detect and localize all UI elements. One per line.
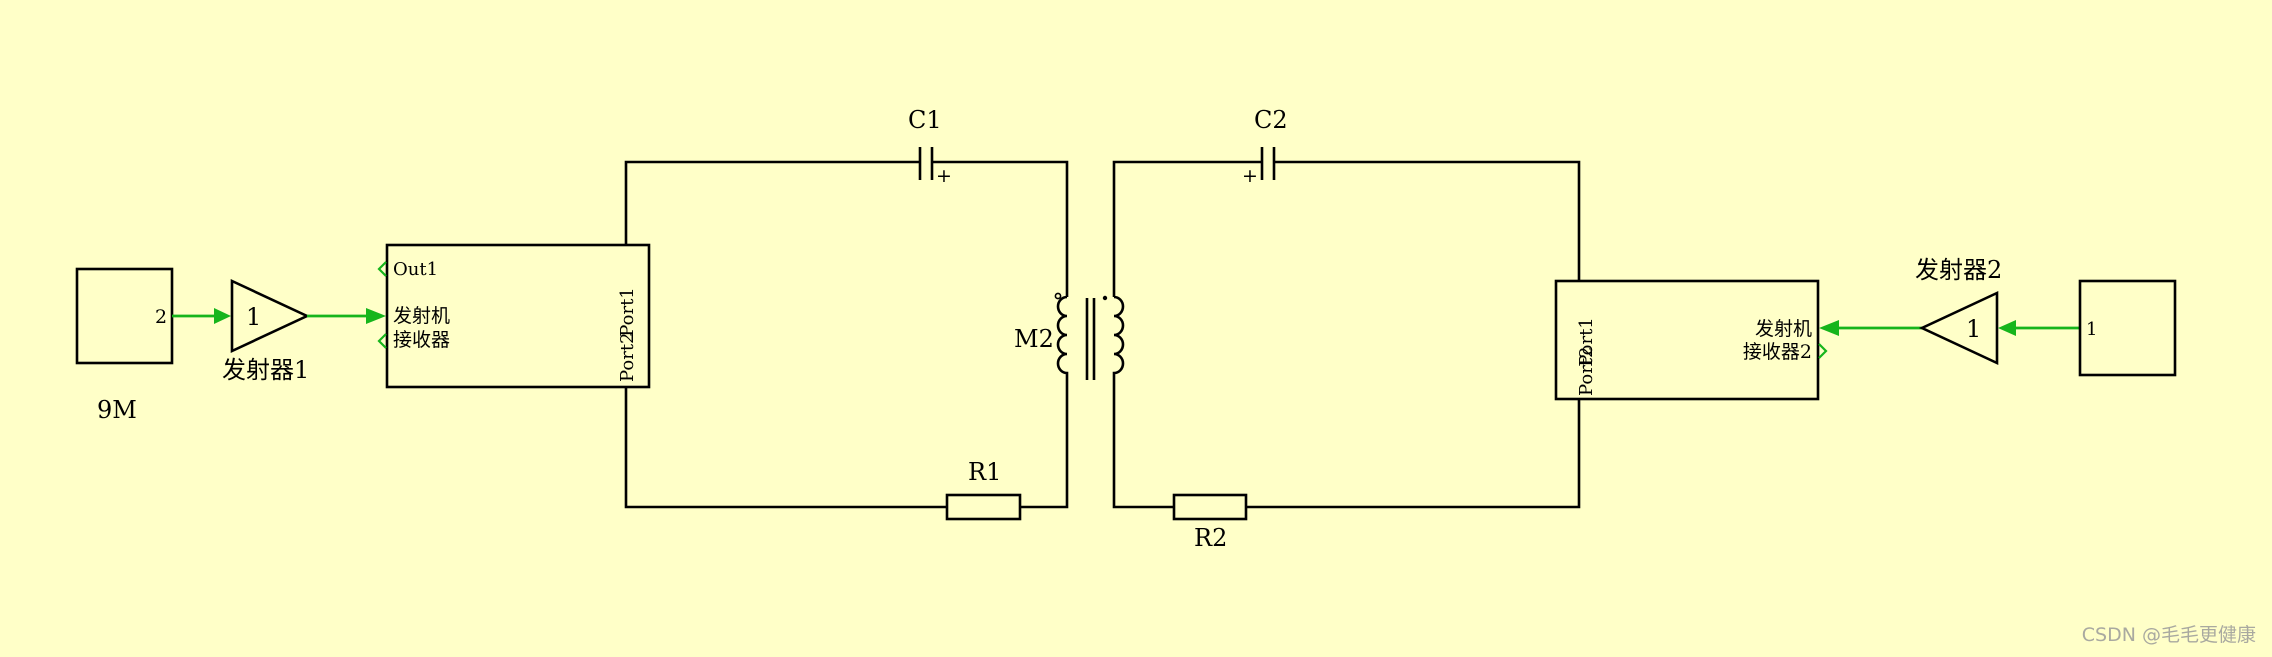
c2-label: C2	[1254, 106, 1288, 134]
signal-line-gain1-to-txrx1[interactable]	[307, 308, 386, 324]
signal-line-sink-to-gain2[interactable]	[1998, 320, 2080, 336]
capacitor-c1[interactable]: +	[918, 147, 952, 187]
in-port-marker	[377, 333, 387, 349]
gain1-value: 1	[246, 303, 261, 331]
m2-label: M2	[1014, 325, 1054, 353]
gain1-label: 发射器1	[222, 356, 309, 384]
r2-label: R2	[1194, 524, 1227, 552]
tx-rx1-text-line2: 接收器	[393, 329, 450, 351]
sink-block[interactable]: 1	[2078, 279, 2177, 377]
gain2-label: 发射器2	[1915, 256, 2002, 284]
out1-port-marker	[377, 261, 387, 277]
resistor-r1[interactable]	[945, 493, 1022, 521]
out-port-marker-2	[1818, 343, 1828, 359]
c1-polarity: +	[936, 165, 952, 187]
gain2-value: 1	[1966, 315, 1981, 343]
dot-marker-right	[1102, 295, 1108, 301]
source-port-number: 2	[155, 306, 167, 328]
tx-rx1-out1-label: Out1	[393, 259, 438, 280]
tx-rx-block-2[interactable]: Port1 Port2 发射机 接收器2	[1554, 279, 1828, 401]
gain-block-1[interactable]: 1	[230, 278, 311, 354]
tx-rx1-port1-label: Port1	[617, 287, 638, 337]
tx-rx1-port2-label: Port2	[617, 332, 638, 382]
resistor-r2[interactable]	[1172, 493, 1248, 521]
capacitor-c2[interactable]: +	[1242, 147, 1276, 187]
tx-rx1-text-line1: 发射机	[393, 305, 450, 327]
tx-rx2-port2-label: Port2	[1576, 346, 1597, 396]
left-loop-wires	[624, 160, 1069, 509]
tx-rx2-text-line2: 接收器2	[1743, 341, 1812, 363]
source-block-label: 9M	[97, 396, 137, 424]
c1-label: C1	[908, 106, 942, 134]
mutual-inductor-m2[interactable]	[1054, 292, 1125, 380]
gain-block-2[interactable]: 1	[1918, 290, 1999, 366]
r1-label: R1	[968, 458, 1001, 486]
sink-port-number: 1	[2086, 319, 2097, 340]
right-loop-wires	[1112, 160, 1581, 509]
dot-marker-left	[1054, 292, 1062, 300]
watermark: CSDN @毛毛更健康	[2081, 624, 2256, 646]
tx-rx2-text-line1: 发射机	[1755, 318, 1812, 340]
tx-rx-block-1[interactable]: Out1 发射机 接收器 Port1 Port2	[377, 243, 651, 389]
signal-line-source-to-gain1[interactable]	[172, 308, 231, 324]
source-block[interactable]: 2	[75, 267, 174, 365]
signal-line-gain2-to-txrx2[interactable]	[1819, 320, 1922, 336]
c2-polarity: +	[1242, 165, 1258, 187]
tx-rx2-port1-label: Port1	[1576, 317, 1597, 367]
